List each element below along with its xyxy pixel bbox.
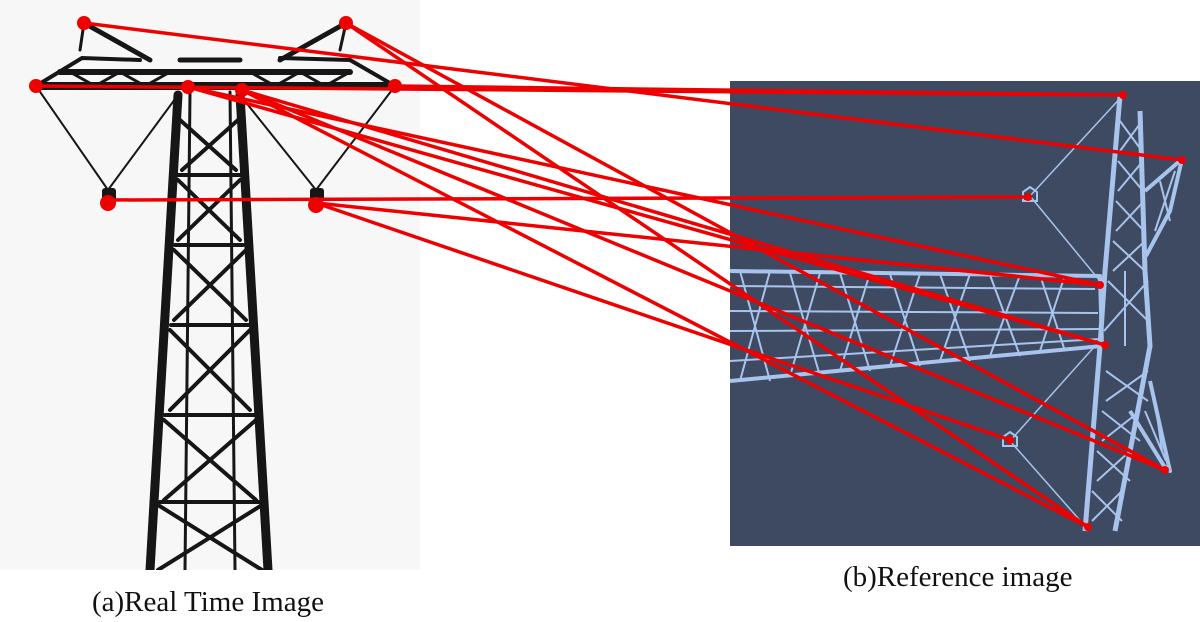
red-dot-icon [308, 197, 324, 213]
red-dot-icon [339, 16, 353, 30]
red-dot-icon [1119, 91, 1127, 99]
match-line [314, 201, 1012, 442]
red-dot-icon [1178, 156, 1186, 164]
caption-reference-image: (b)Reference image [843, 561, 1073, 593]
caption-real-time-image: (a)Real Time Image [92, 586, 324, 618]
red-dot-icon [1084, 523, 1092, 531]
match-line [240, 88, 1090, 529]
match-line [393, 84, 1125, 97]
red-dot-icon [1006, 436, 1014, 444]
red-dot-icon [235, 83, 249, 97]
reference-image-panel [730, 81, 1200, 546]
insulator-icon [1002, 185, 1038, 447]
match-line [314, 201, 1102, 287]
match-line [106, 195, 1030, 202]
tower-photo [32, 20, 399, 570]
red-dot-icon [29, 79, 43, 93]
red-dot-icon [181, 80, 195, 94]
match-line [344, 21, 1090, 529]
red-dot-icon [1096, 281, 1104, 289]
match-line [240, 88, 1167, 472]
red-dot-icon [100, 195, 116, 211]
red-dot-icon [1101, 341, 1109, 349]
red-dot-icon [1024, 193, 1032, 201]
red-dot-icon [1161, 466, 1169, 474]
match-line [240, 88, 1107, 347]
red-dot-icon [388, 79, 402, 93]
red-dot-icon [77, 16, 91, 30]
